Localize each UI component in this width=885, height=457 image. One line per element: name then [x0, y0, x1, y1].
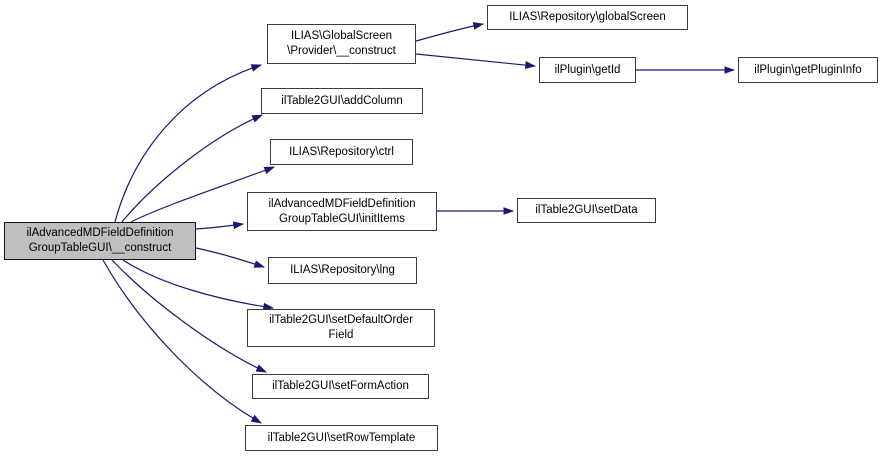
edge-construct-to-setdefault [122, 259, 275, 311]
node-ilPlugin-getId[interactable]: ilPlugin\getId [539, 57, 636, 83]
node-ilTable2GUI-setFormAction[interactable]: ilTable2GUI\setFormAction [252, 374, 429, 399]
edge-provider-to-globalscreen [415, 22, 485, 42]
node-ilPlugin-getPluginInfo[interactable]: ilPlugin\getPluginInfo [738, 57, 878, 83]
node-ILIAS-GlobalScreen-Provider-construct[interactable]: ILIAS\GlobalScreen \Provider\__construct [267, 24, 416, 64]
node-ILIAS-Repository-ctrl[interactable]: ILIAS\Repository\ctrl [270, 139, 413, 165]
edge-construct-to-inititems [195, 221, 245, 230]
node-ilAdvancedMDFieldDefinitionGroupTableGUI-construct: ilAdvancedMDFieldDefinition GroupTableGU… [4, 222, 196, 260]
edge-construct-to-addcolumn [121, 114, 263, 223]
edge-construct-to-setrowtemplate [102, 259, 262, 424]
node-ilTable2GUI-addColumn[interactable]: ilTable2GUI\addColumn [261, 88, 423, 114]
node-ilTable2GUI-setDefaultOrderField[interactable]: ilTable2GUI\setDefaultOrder Field [247, 309, 435, 347]
node-ILIAS-Repository-globalScreen[interactable]: ILIAS\Repository\globalScreen [487, 5, 688, 30]
edge-construct-to-ctrl [130, 166, 276, 223]
node-ilTable2GUI-setData[interactable]: ilTable2GUI\setData [517, 198, 656, 223]
edge-construct-to-provider [114, 64, 263, 223]
node-ILIAS-Repository-lng[interactable]: ILIAS\Repository\lng [268, 257, 417, 284]
edge-construct-to-lng [195, 247, 266, 268]
node-ilTable2GUI-setRowTemplate[interactable]: ilTable2GUI\setRowTemplate [245, 425, 438, 451]
edge-construct-to-setformaction [111, 259, 267, 373]
edge-provider-to-getid [415, 53, 537, 69]
node-ilAdvancedMDFieldDefinitionGroupTableGUI-initItems[interactable]: ilAdvancedMDFieldDefinition GroupTableGU… [247, 192, 437, 231]
